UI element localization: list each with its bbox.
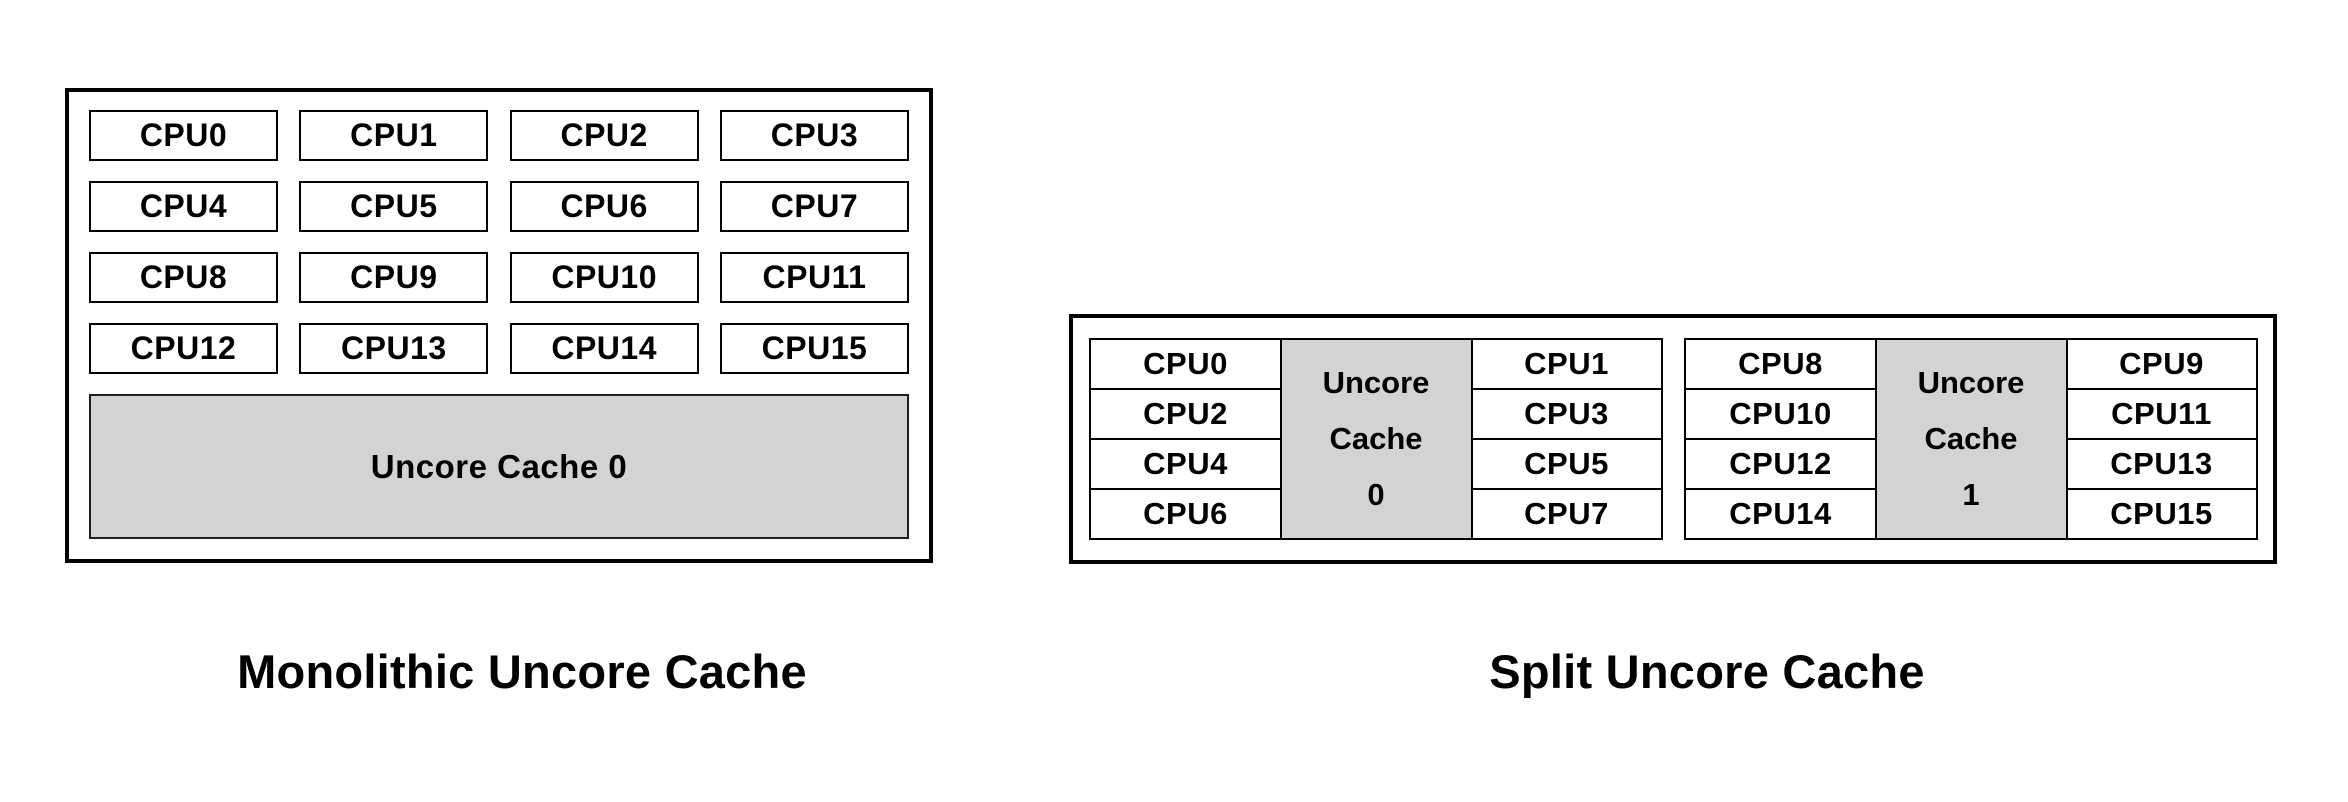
split-group-0: CPU0 CPU2 CPU4 CPU6 Uncore Cache 0 CPU1 … xyxy=(1089,338,1663,540)
cpu-box: CPU14 xyxy=(509,323,699,374)
cpu-box: CPU2 xyxy=(509,110,699,161)
cache-label-line: Cache xyxy=(1924,421,2018,456)
cpu-box: CPU9 xyxy=(2067,340,2256,390)
cpu-box: CPU14 xyxy=(1729,496,1832,531)
cache-label-line: 0 xyxy=(1367,477,1385,512)
cpu-box: CPU10 xyxy=(1686,390,1875,440)
split-package-box: CPU0 CPU2 CPU4 CPU6 Uncore Cache 0 CPU1 … xyxy=(1069,314,2277,564)
cpu-box: CPU7 xyxy=(1524,496,1609,531)
cache-label-line: 1 xyxy=(1962,477,1980,512)
cpu-box: CPU13 xyxy=(2067,440,2256,490)
monolithic-uncore-cache-box: Uncore Cache 0 xyxy=(89,394,909,539)
cpu-box: CPU6 xyxy=(1143,496,1228,531)
cache-label-line: Uncore xyxy=(1917,365,2025,400)
split-group-1-left-cpu-column: CPU8 CPU10 CPU12 CPU14 xyxy=(1684,338,1877,540)
cpu-box: CPU15 xyxy=(2110,496,2213,531)
cpu-box: CPU4 xyxy=(1091,440,1280,490)
cpu-box: CPU7 xyxy=(719,181,909,232)
cpu-box: CPU0 xyxy=(89,110,278,161)
cpu-box: CPU5 xyxy=(299,181,489,232)
cache-label-line: Cache xyxy=(1329,421,1423,456)
split-caption: Split Uncore Cache xyxy=(1489,644,1925,698)
cpu-box: CPU15 xyxy=(719,323,909,374)
cpu-box: CPU1 xyxy=(1472,340,1661,390)
cpu-box: CPU4 xyxy=(89,181,278,232)
monolithic-package-box: CPU0 CPU1 CPU2 CPU3 CPU4 CPU5 CPU6 CPU7 … xyxy=(65,88,933,563)
cpu-box: CPU13 xyxy=(299,323,489,374)
cpu-box: CPU9 xyxy=(299,252,489,303)
cpu-box: CPU0 xyxy=(1091,340,1280,390)
monolithic-caption: Monolithic Uncore Cache xyxy=(237,644,807,698)
cpu-box: CPU11 xyxy=(2067,390,2256,440)
split-group-1-right-cpu-column: CPU9 CPU11 CPU13 CPU15 xyxy=(2065,338,2258,540)
split-group-0-left-cpu-column: CPU0 CPU2 CPU4 CPU6 xyxy=(1089,338,1282,540)
cpu-box: CPU12 xyxy=(89,323,278,374)
cpu-box: CPU1 xyxy=(299,110,489,161)
cpu-box: CPU5 xyxy=(1472,440,1661,490)
cache-label-line: Uncore xyxy=(1322,365,1430,400)
split-uncore-cache-0-box: Uncore Cache 0 xyxy=(1279,338,1473,540)
monolithic-cpu-grid: CPU0 CPU1 CPU2 CPU3 CPU4 CPU5 CPU6 CPU7 … xyxy=(89,110,909,374)
split-group-1: CPU8 CPU10 CPU12 CPU14 Uncore Cache 1 CP… xyxy=(1684,338,2258,540)
cpu-box: CPU10 xyxy=(509,252,699,303)
cpu-box: CPU3 xyxy=(1472,390,1661,440)
split-uncore-cache-1-box: Uncore Cache 1 xyxy=(1874,338,2068,540)
cpu-box: CPU11 xyxy=(719,252,909,303)
split-group-0-right-cpu-column: CPU1 CPU3 CPU5 CPU7 xyxy=(1470,338,1663,540)
cpu-box: CPU2 xyxy=(1091,390,1280,440)
cpu-box: CPU3 xyxy=(719,110,909,161)
cpu-box: CPU8 xyxy=(89,252,278,303)
cpu-box: CPU12 xyxy=(1686,440,1875,490)
cpu-box: CPU8 xyxy=(1686,340,1875,390)
cpu-box: CPU6 xyxy=(509,181,699,232)
